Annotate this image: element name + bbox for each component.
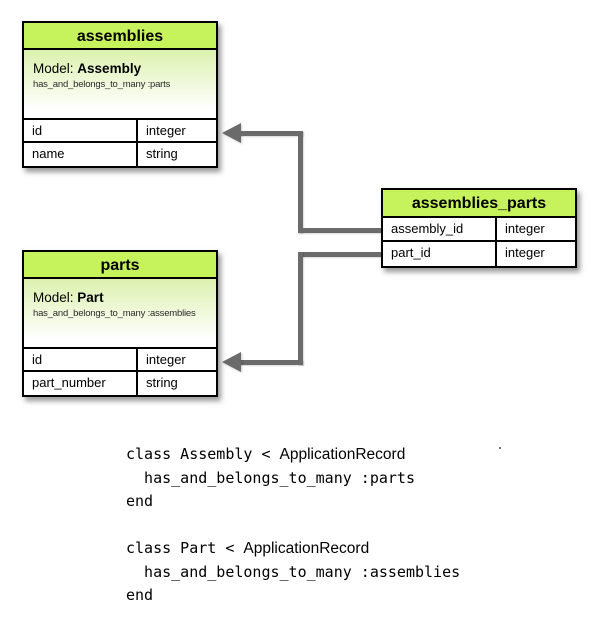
- column-type: integer: [146, 123, 186, 138]
- table-row: id integer: [24, 349, 216, 372]
- model-line: Model: Assembly: [33, 61, 216, 76]
- column-type: integer: [146, 352, 186, 367]
- connector-segment: [298, 131, 303, 233]
- table-row: assembly_id integer: [383, 218, 575, 242]
- connector-segment: [298, 252, 381, 257]
- code-line: has_and_belongs_to_many :assemblies: [126, 562, 461, 581]
- column-name: name: [24, 143, 138, 166]
- connector-segment: [240, 131, 303, 136]
- model-name: Part: [77, 290, 104, 305]
- table-assemblies-parts-title: assemblies_parts: [383, 190, 575, 218]
- column-type: string: [146, 375, 178, 390]
- association-line: has_and_belongs_to_many :parts: [33, 79, 171, 90]
- model-label: Model:: [33, 61, 74, 76]
- association-line: has_and_belongs_to_many :assemblies: [33, 308, 196, 319]
- table-assemblies: assemblies Model: Assembly has_and_belon…: [22, 21, 218, 168]
- table-row: part_number string: [24, 372, 216, 395]
- column-name: id: [24, 349, 138, 370]
- code-text: class Part <: [126, 539, 244, 557]
- table-parts: parts Model: Part has_and_belongs_to_man…: [22, 250, 218, 397]
- artifact-dot: [499, 447, 501, 449]
- arrowhead-left-icon: [222, 352, 241, 372]
- column-type: string: [146, 146, 178, 161]
- column-name: id: [24, 120, 138, 141]
- table-row: id integer: [24, 120, 216, 143]
- table-assemblies-model-section: Model: Assembly has_and_belongs_to_many …: [24, 50, 216, 120]
- code-line: class Part < ApplicationRecord: [126, 537, 460, 561]
- code-line-blank: [126, 514, 460, 538]
- code-line: class Assembly < ApplicationRecord: [126, 443, 460, 467]
- code-snippet: class Assembly < ApplicationRecord has_a…: [126, 443, 460, 608]
- column-type: integer: [505, 221, 545, 236]
- column-type: integer: [505, 245, 545, 260]
- code-line: end: [126, 586, 154, 604]
- table-parts-model-section: Model: Part has_and_belongs_to_many :ass…: [24, 279, 216, 349]
- connector-segment: [240, 360, 303, 365]
- arrowhead-left-icon: [222, 123, 241, 143]
- code-line: has_and_belongs_to_many :parts: [126, 468, 415, 487]
- model-name: Assembly: [77, 61, 142, 76]
- model-line: Model: Part: [33, 290, 216, 305]
- code-text: class Assembly <: [126, 445, 280, 463]
- model-label: Model:: [33, 290, 74, 305]
- column-name: part_number: [24, 372, 138, 395]
- connector-segment: [298, 252, 303, 365]
- code-text-sans: ApplicationRecord: [243, 540, 370, 557]
- table-assemblies-parts: assemblies_parts assembly_id integer par…: [381, 188, 577, 268]
- table-row: part_id integer: [383, 242, 575, 266]
- column-name: assembly_id: [383, 218, 497, 240]
- code-text-sans: ApplicationRecord: [279, 446, 406, 463]
- table-parts-title: parts: [24, 252, 216, 279]
- table-row: name string: [24, 143, 216, 166]
- table-assemblies-title: assemblies: [24, 23, 216, 50]
- column-name: part_id: [383, 242, 497, 266]
- code-line: end: [126, 492, 154, 510]
- connector-segment: [298, 228, 381, 233]
